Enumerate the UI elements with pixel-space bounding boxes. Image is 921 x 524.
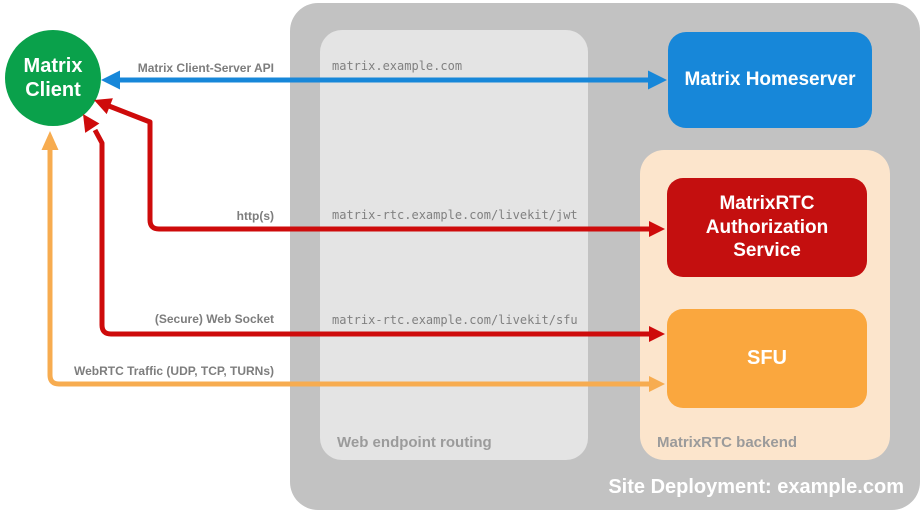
matrixrtc-authorization-service-node: MatrixRTC Authorization Service bbox=[667, 178, 867, 277]
endpoint-label-livekit-jwt: matrix-rtc.example.com/livekit/jwt bbox=[332, 208, 578, 222]
websocket-label: (Secure) Web Socket bbox=[154, 312, 274, 326]
site-deployment-title: Site Deployment: example.com bbox=[608, 476, 904, 498]
webrtc-traffic-label: WebRTC Traffic (UDP, TCP, TURNs) bbox=[73, 364, 274, 378]
https-label: http(s) bbox=[236, 209, 274, 223]
matrixrtc-backend-title: MatrixRTC backend bbox=[657, 434, 798, 451]
matrix-homeserver-node: Matrix Homeserver bbox=[668, 32, 872, 128]
web-endpoint-routing-panel: Web endpoint routing bbox=[320, 30, 588, 460]
client-server-api-label: Matrix Client-Server API bbox=[137, 61, 274, 75]
endpoint-label-livekit-sfu: matrix-rtc.example.com/livekit/sfu bbox=[332, 313, 578, 327]
arrowhead-client bbox=[83, 114, 100, 133]
web-endpoint-routing-title: Web endpoint routing bbox=[337, 434, 492, 451]
arrowhead-client bbox=[41, 131, 59, 150]
endpoint-label-matrix: matrix.example.com bbox=[332, 59, 463, 73]
sfu-node: SFU bbox=[667, 309, 867, 408]
matrix-client-node: Matrix Client bbox=[5, 30, 101, 126]
